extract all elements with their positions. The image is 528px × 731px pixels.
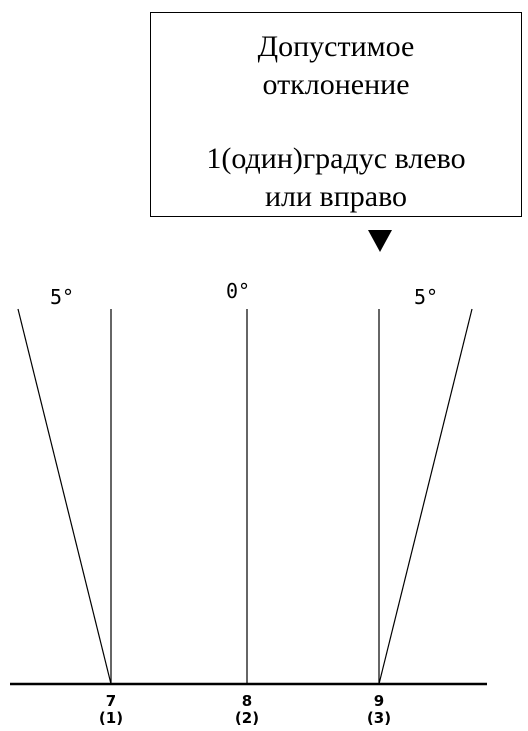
callout-line-3: 1(один)градус влево [206,142,466,175]
position-number-3: 9 [374,692,384,710]
angle-label-center: 0° [226,279,250,303]
left-slanted-line [17,308,112,685]
position-index-1: (1) [99,709,123,727]
right-slanted-line [378,308,473,685]
callout-line-4: или вправо [264,180,408,213]
tolerance-callout-box: Допустимое отклонение 1(один)градус влев… [150,12,522,217]
position-index-3: (3) [367,709,391,727]
callout-line-1: Допустимое [257,30,415,63]
angle-label-left: 5° [50,285,74,309]
position-number-1: 7 [106,692,116,710]
angle-label-right: 5° [414,285,438,309]
position-number-2: 8 [242,692,252,710]
down-arrow-icon [368,230,392,252]
position-index-2: (2) [235,709,259,727]
callout-line-2: отклонение [262,68,410,101]
